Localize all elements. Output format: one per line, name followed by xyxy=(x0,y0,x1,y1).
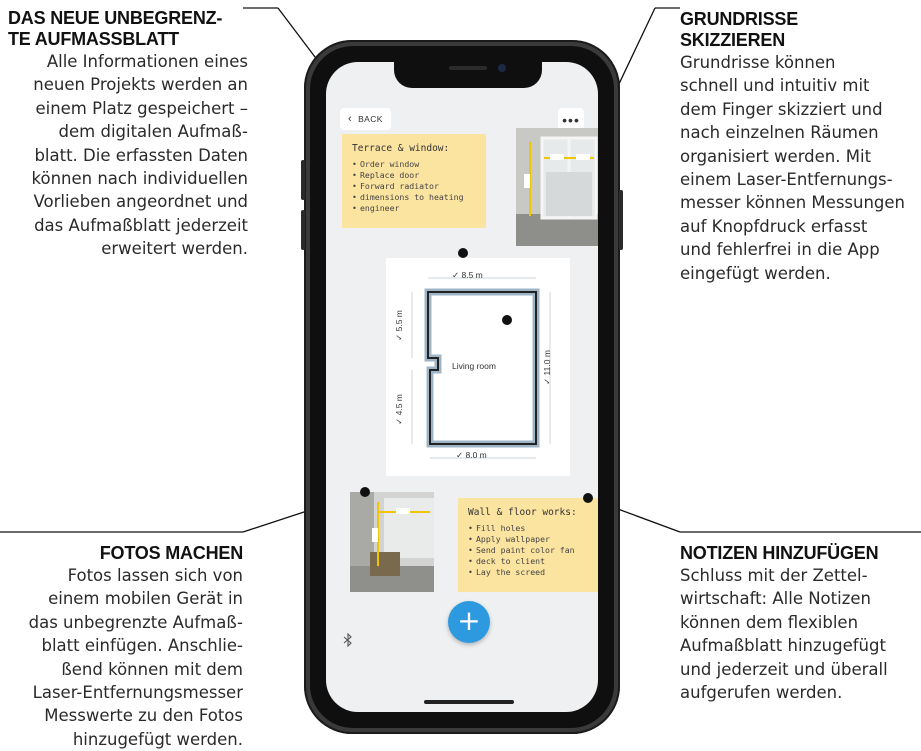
callout-grundrisse-text: Grundrisse können schnell und intuitiv m… xyxy=(680,53,906,283)
callout-notizen: NOTIZEN HINZUFÜGEN Schluss mit der Zette… xyxy=(680,543,920,704)
note-wall-floor[interactable]: Wall & floor works: Fill holes Apply wal… xyxy=(458,498,598,592)
callout-fotos-text: Fotos lassen sich von einem mobilen Gerä… xyxy=(28,566,243,749)
note-item: Send paint color fan xyxy=(468,545,596,556)
dimension-left-lower[interactable]: ✓ 4.5 m xyxy=(393,394,404,425)
note-title: Terrace & window: xyxy=(352,143,450,154)
callout-notizen-title: NOTIZEN HINZUFÜGEN xyxy=(680,543,879,563)
home-indicator xyxy=(424,700,514,704)
phone-bezel: ‹ BACK ••• Terrace & window: Order windo… xyxy=(310,46,614,728)
callout-notizen-text: Schluss mit der Zettel- wirtschaft: Alle… xyxy=(680,566,888,703)
photo-room[interactable] xyxy=(350,492,434,592)
more-dots-icon: ••• xyxy=(562,112,580,128)
dimension-left-upper[interactable]: ✓ 5.5 m xyxy=(393,310,404,341)
photo-window-image xyxy=(516,128,598,246)
photo-window[interactable] xyxy=(516,128,598,246)
speaker xyxy=(449,66,487,70)
plus-icon: + xyxy=(457,604,481,637)
room-label: Living room xyxy=(452,361,496,371)
dimension-bottom-value: 8.0 m xyxy=(465,450,487,460)
floorplan-drawing xyxy=(411,277,551,459)
back-button-label: BACK xyxy=(358,114,383,124)
note-item-continued: deck to client xyxy=(468,556,596,567)
note-item-continued: dimensions to heating xyxy=(352,192,476,203)
volume-button xyxy=(301,160,305,200)
dimension-bottom[interactable]: ✓ 8.0 m xyxy=(456,450,487,460)
callout-fotos-title: FOTOS MACHEN xyxy=(99,543,243,563)
callout-grundrisse: GRUNDRISSE SKIZZIEREN Grundrisse können … xyxy=(680,9,920,285)
callout-aufmassblatt-title: DAS NEUE UNBEGRENZ- TE AUFMASSBLATT xyxy=(8,8,223,49)
note-title: Wall & floor works: xyxy=(468,507,577,518)
note-item-continued: engineer xyxy=(352,203,476,214)
dimension-top[interactable]: ✓ 8.5 m xyxy=(452,270,483,280)
volume-button xyxy=(301,210,305,250)
note-item: Forward radiator xyxy=(352,181,476,192)
dimension-left-lower-value: 4.5 m xyxy=(393,394,404,416)
note-item: Apply wallpaper xyxy=(468,534,596,545)
note-item: Replace door xyxy=(352,170,476,181)
note-item: Lay the screed xyxy=(468,567,596,578)
note-item: Order window xyxy=(352,159,476,170)
smartphone: ‹ BACK ••• Terrace & window: Order windo… xyxy=(301,40,623,734)
dimension-left-upper-value: 5.5 m xyxy=(393,310,404,332)
note-item: Fill holes xyxy=(468,523,596,534)
callout-fotos: FOTOS MACHEN Fotos lassen sich von einem… xyxy=(8,543,244,751)
add-button[interactable]: + xyxy=(448,601,490,643)
front-camera xyxy=(498,64,506,72)
notch xyxy=(394,62,542,88)
callout-aufmassblatt: DAS NEUE UNBEGRENZ- TE AUFMASSBLATT Alle… xyxy=(8,8,248,261)
note-terrace-window[interactable]: Terrace & window: Order window Replace d… xyxy=(342,134,486,228)
dimension-right-value: 11.0 m xyxy=(541,350,552,376)
app-screen: ‹ BACK ••• Terrace & window: Order windo… xyxy=(326,62,598,712)
back-button[interactable]: ‹ BACK xyxy=(340,108,391,130)
note-list: Order window Replace door Forward radiat… xyxy=(352,159,476,214)
chevron-left-icon: ‹ xyxy=(348,113,353,125)
note-list: Fill holes Apply wallpaper Send paint co… xyxy=(468,523,596,578)
power-button xyxy=(619,190,623,250)
callout-aufmassblatt-text: Alle Informationen eines neuen Projekts … xyxy=(31,52,248,259)
dimension-top-value: 8.5 m xyxy=(461,270,483,280)
bluetooth-icon[interactable] xyxy=(342,633,354,647)
dimension-right[interactable]: ✓ 11.0 m xyxy=(541,350,552,385)
photo-room-image xyxy=(350,492,434,592)
floorplan-card[interactable]: ✓ 8.5 m ✓ 8.0 m ✓ 5.5 m ✓ 4.5 m ✓ 11.0 m… xyxy=(386,258,570,476)
callout-grundrisse-title: GRUNDRISSE SKIZZIEREN xyxy=(680,9,799,50)
